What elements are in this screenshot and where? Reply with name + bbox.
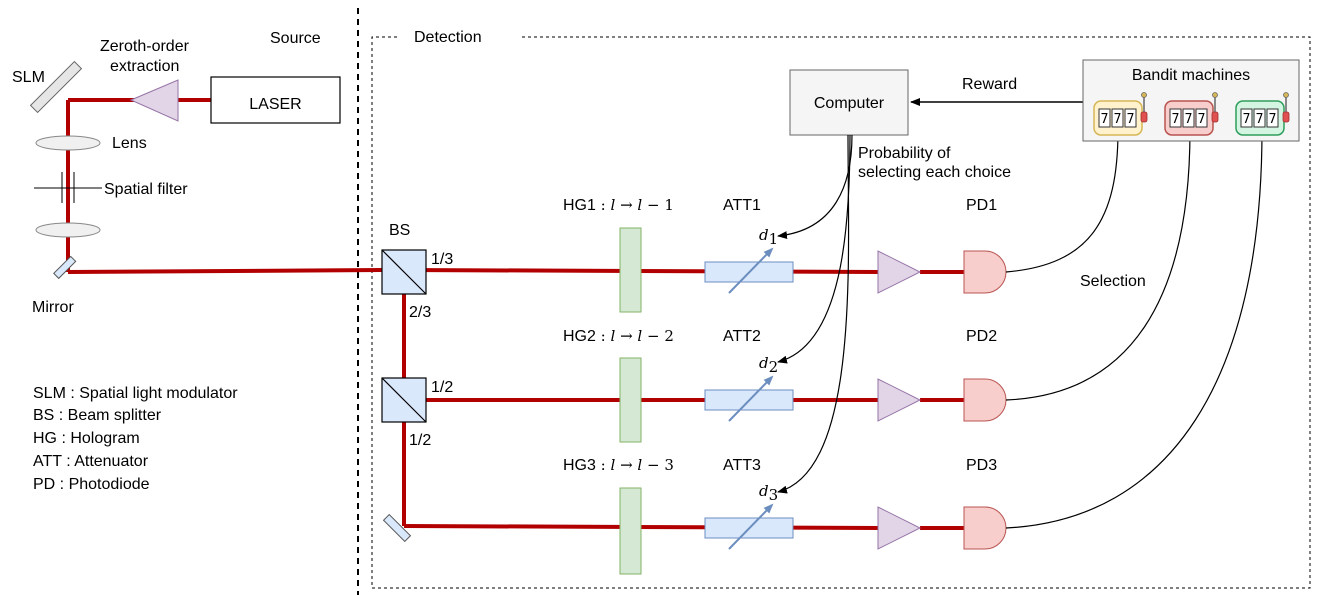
att1-label: ATT1: [723, 197, 761, 214]
spatial-filter: [34, 172, 102, 203]
bs2-ratio-down: 1/2: [409, 432, 431, 449]
bs-label: BS: [389, 222, 410, 239]
legend-item: SLM : Spatial light modulator: [33, 385, 238, 402]
bs1-ratio-right: 1/3: [431, 251, 453, 268]
legend-item: ATT : Attenuator: [33, 453, 149, 470]
probability-arrow-1: [777, 134, 853, 240]
att3-label: ATT3: [723, 457, 761, 474]
mirror-top: [53, 255, 77, 280]
detection-boundary: [371, 36, 1311, 589]
laser-beam-path: [66, 98, 964, 530]
hg2-label: HG2 : l → l − 2: [563, 327, 674, 345]
reel-digit: 7: [1114, 112, 1122, 127]
reel-digit: 7: [1101, 112, 1109, 127]
photodiode-1: [963, 250, 1007, 294]
legend: SLM : Spatial light modulator BS : Beam …: [33, 385, 238, 493]
hologram-3: [619, 487, 642, 575]
probability-line1: Probability of: [858, 145, 951, 162]
attenuator-3: [704, 503, 794, 550]
reel-digit: 7: [1269, 112, 1277, 127]
d3-label: d3: [759, 482, 778, 504]
att2-label: ATT2: [723, 328, 761, 345]
probability-arrow-3: [777, 134, 850, 494]
source-label: Source: [270, 30, 321, 47]
bs1-ratio-down: 2/3: [409, 304, 431, 321]
selection-arrow-1: [1005, 129, 1122, 273]
reward-label: Reward: [962, 76, 1017, 93]
mirror-bottom: [382, 513, 412, 543]
mirror-label: Mirror: [32, 299, 74, 316]
reel-digit: 7: [1198, 112, 1206, 127]
spatial-filter-label: Spatial filter: [104, 181, 188, 198]
slm-component: [29, 60, 83, 114]
legend-item: PD : Photodiode: [33, 476, 150, 493]
slm-label: SLM: [12, 69, 45, 86]
hg3-label: HG3 : l → l − 3: [563, 456, 674, 474]
detection-label: Detection: [414, 29, 482, 46]
beam-splitter-2: [381, 377, 427, 423]
selection-arrow-3: [1005, 129, 1266, 529]
photodiode-2: [963, 378, 1007, 422]
laser-box: [210, 76, 341, 124]
lens-top: [35, 135, 101, 151]
hologram-1: [619, 227, 642, 313]
amplifier-3: [877, 506, 922, 550]
reel-digit: 7: [1127, 112, 1135, 127]
hologram-2: [619, 357, 642, 443]
bs2-ratio-right: 1/2: [431, 379, 453, 396]
laser-label: LASER: [249, 96, 301, 113]
d1-label: d1: [759, 226, 778, 248]
reel-digit: 7: [1243, 112, 1251, 127]
selection-arrow-2: [1005, 129, 1194, 401]
probability-arrow-2: [777, 134, 851, 364]
bandit-machines-title: Bandit machines: [1132, 67, 1250, 84]
probability-line2: selecting each choice: [858, 164, 1011, 181]
reel-digit: 7: [1256, 112, 1264, 127]
zeroth-order-prism: [129, 79, 179, 122]
lens-label: Lens: [112, 135, 147, 152]
lens-bottom: [35, 222, 101, 238]
hg1-label: HG1 : l → l − 1: [563, 196, 674, 214]
pd1-label: PD1: [966, 197, 997, 214]
pd2-label: PD2: [966, 328, 997, 345]
amplifier-2: [877, 378, 922, 422]
reel-digit: 7: [1172, 112, 1180, 127]
reel-digit: 7: [1185, 112, 1193, 127]
attenuator-1: [704, 247, 794, 294]
photodiode-3: [963, 506, 1007, 550]
selection-label: Selection: [1080, 273, 1146, 290]
computer-box: [789, 69, 909, 136]
attenuator-2: [704, 375, 794, 422]
beam-splitter-1: [381, 249, 427, 295]
d2-label: d2: [759, 354, 778, 376]
legend-item: BS : Beam splitter: [33, 407, 162, 424]
computer-label: Computer: [814, 95, 885, 112]
zeroth-order-label-line2: extraction: [110, 58, 179, 75]
amplifier-1: [877, 250, 922, 294]
pd3-label: PD3: [966, 457, 997, 474]
legend-item: HG : Hologram: [33, 430, 140, 447]
zeroth-order-label-line1: Zeroth-order: [100, 38, 190, 55]
